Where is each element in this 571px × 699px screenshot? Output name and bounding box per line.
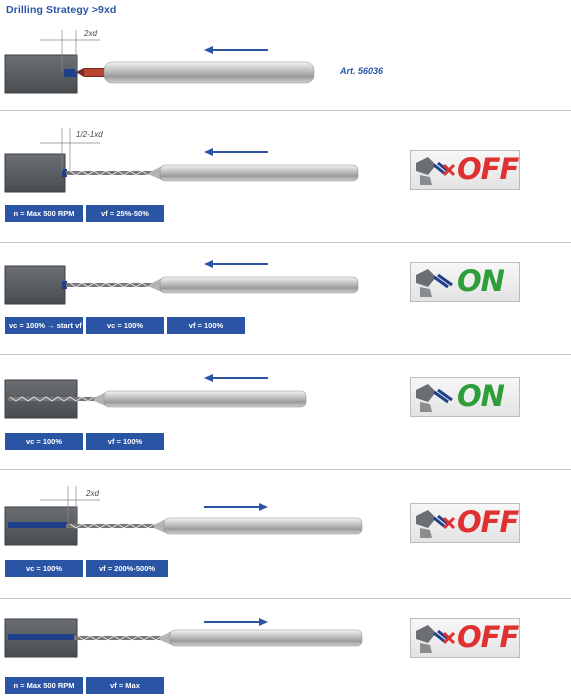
- step-3-params: vc = 100% → start vf vc = 100% vf = 100%: [5, 317, 245, 334]
- article-number: Art. 56036: [340, 66, 384, 76]
- dimension-label: 1/2-1xd: [76, 130, 103, 139]
- coolant-state: ON: [457, 379, 505, 413]
- drill-shank: [159, 164, 359, 182]
- step-2-params: n = Max 500 RPM vf = 25%-50%: [5, 205, 164, 222]
- coolant-nozzle-icon: [416, 510, 456, 538]
- arrow-head: [259, 618, 268, 626]
- step-6-params: n = Max 500 RPM vf = Max: [5, 677, 164, 694]
- coolant-indicator: ON: [410, 262, 520, 302]
- divider: [0, 469, 571, 470]
- coolant-nozzle-icon: [416, 384, 453, 412]
- step-3: [4, 260, 359, 305]
- coolant-state: OFF: [457, 505, 519, 539]
- param-tag: vf = Max: [86, 677, 164, 694]
- pilot-hole: [62, 281, 67, 289]
- coolant-state: OFF: [457, 152, 519, 186]
- step-1: [4, 30, 315, 94]
- drill-shank: [103, 390, 307, 408]
- step-2: [4, 128, 359, 193]
- arrow-head: [204, 46, 213, 54]
- param-tag: n = Max 500 RPM: [5, 205, 83, 222]
- coolant-state: OFF: [457, 620, 519, 654]
- drill-shank: [103, 61, 315, 84]
- flute-twist: [69, 170, 161, 176]
- arrow-head: [204, 260, 213, 268]
- coolant-indicator: OFF: [410, 503, 520, 543]
- param-tag: vf = 200%-500%: [86, 560, 168, 577]
- param-tag: vf = 25%-50%: [86, 205, 164, 222]
- coolant-indicator: OFF: [410, 150, 520, 190]
- step-5-params: vc = 100% vf = 200%-500%: [5, 560, 168, 577]
- pilot-drill-body: [84, 69, 106, 76]
- step-5: [4, 486, 363, 546]
- divider: [0, 598, 571, 599]
- param-tag: vc = 100%: [5, 560, 83, 577]
- arrow-head: [204, 148, 213, 156]
- coolant-nozzle-icon: [416, 269, 453, 297]
- page-title: Drilling Strategy >9xd: [6, 4, 117, 16]
- drill-shank: [159, 276, 359, 294]
- param-tag: n = Max 500 RPM: [5, 677, 83, 694]
- arrow-head: [204, 374, 213, 382]
- coolant-indicator: ON: [410, 377, 520, 417]
- drill-shank: [169, 629, 363, 647]
- pilot-hole: [64, 69, 77, 77]
- flute-twist: [77, 635, 163, 641]
- step-6: [4, 618, 363, 658]
- coolant-indicator: OFF: [410, 618, 520, 658]
- step-4-params: vc = 100% vf = 100%: [5, 433, 164, 450]
- param-tag: vc = 100%: [5, 433, 83, 450]
- divider: [0, 110, 571, 111]
- param-tag: vf = 100%: [86, 433, 164, 450]
- flute-twist: [9, 396, 95, 402]
- param-tag: vc = 100% → start vf: [5, 317, 83, 334]
- param-tag: vc = 100%: [86, 317, 164, 334]
- workpiece-block: [4, 265, 66, 305]
- pilot-hole: [62, 169, 67, 177]
- divider: [0, 242, 571, 243]
- flute-twist: [69, 523, 161, 529]
- drilled-hole: [8, 522, 68, 528]
- drill-shank: [163, 517, 363, 535]
- flute-twist: [69, 282, 161, 288]
- coolant-nozzle-icon: [416, 625, 456, 653]
- coolant-nozzle-icon: [416, 157, 456, 185]
- dimension-label: 2xd: [84, 29, 97, 38]
- arrow-head: [259, 503, 268, 511]
- workpiece-block: [4, 153, 66, 193]
- param-tag: vf = 100%: [167, 317, 245, 334]
- divider: [0, 354, 571, 355]
- dimension-label: 2xd: [86, 489, 99, 498]
- coolant-state: ON: [457, 264, 505, 298]
- step-4: [4, 374, 307, 419]
- drilled-hole: [8, 634, 74, 640]
